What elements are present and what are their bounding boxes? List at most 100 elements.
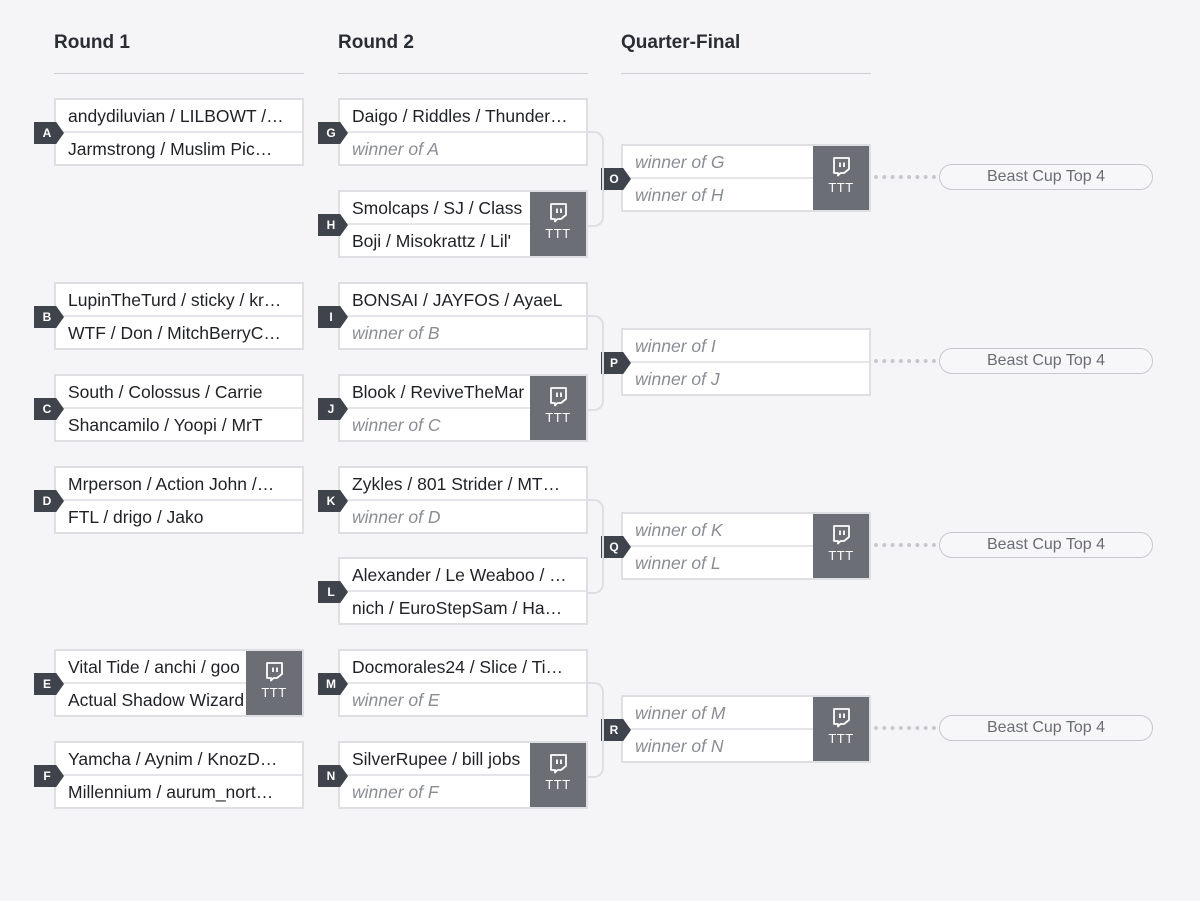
match-id-tag: A: [34, 122, 64, 144]
stream-label: TTT: [828, 731, 854, 746]
match-slot-bottom[interactable]: winner of L: [635, 553, 721, 573]
match-slot-bottom[interactable]: winner of N: [635, 736, 724, 756]
placement-pill: Beast Cup Top 4: [939, 532, 1153, 558]
match-slot-top[interactable]: Vital Tide / anchi / goo: [56, 651, 302, 684]
match-slot-top[interactable]: BONSAI / JAYFOS / AyaeL: [340, 284, 586, 317]
twitch-icon: [833, 157, 850, 177]
round-title: Round 1: [54, 32, 130, 53]
stream-button[interactable]: TTT: [813, 697, 869, 761]
bracket-connector: [588, 682, 604, 778]
twitch-icon: [550, 203, 567, 223]
match-slot-top[interactable]: Smolcaps / SJ / Class: [340, 192, 586, 225]
match-id-tag: C: [34, 398, 64, 420]
match-slot-bottom[interactable]: winner of E: [352, 690, 440, 710]
twitch-icon: [833, 525, 850, 545]
stream-button[interactable]: TTT: [246, 651, 302, 715]
match-slot-top[interactable]: Alexander / Le Weaboo / …: [340, 559, 586, 592]
match-slot-bottom[interactable]: Actual Shadow Wizard: [68, 690, 245, 710]
match-slot-bottom[interactable]: Millennium / aurum_nort…: [68, 782, 274, 802]
match-slot-top[interactable]: andydiluvian / LILBOWT /…: [56, 100, 302, 133]
dotted-leader: [874, 543, 936, 547]
match-slot-top[interactable]: winner of M: [623, 697, 869, 730]
stream-label: TTT: [545, 226, 571, 241]
match-slot-bottom[interactable]: Boji / Misokrattz / Lil': [352, 231, 511, 251]
match-slot-top[interactable]: winner of G: [623, 146, 869, 179]
match-slot-bottom[interactable]: winner of H: [635, 185, 724, 205]
match-id-tag: M: [318, 673, 348, 695]
match-id-tag: N: [318, 765, 348, 787]
match-slot-bottom[interactable]: nich / EuroStepSam / Ha…: [352, 598, 563, 618]
twitch-icon: [833, 708, 850, 728]
round-divider: [621, 73, 871, 74]
match-slot-bottom[interactable]: winner of D: [352, 507, 441, 527]
placement-pill: Beast Cup Top 4: [939, 348, 1153, 374]
placement-pill: Beast Cup Top 4: [939, 164, 1153, 190]
match-id-tag: F: [34, 765, 64, 787]
stream-button[interactable]: TTT: [530, 376, 586, 440]
stream-button[interactable]: TTT: [813, 514, 869, 578]
match-id-tag: R: [601, 719, 631, 741]
round-divider: [54, 73, 304, 74]
round-header-quarter-final: Quarter-Final: [621, 30, 871, 74]
match-slot-top[interactable]: Daigo / Riddles / Thunder…: [340, 100, 586, 133]
match-slot-bottom[interactable]: Shancamilo / Yoopi / MrT: [68, 415, 263, 435]
match-id-tag: B: [34, 306, 64, 328]
match-slot-top[interactable]: Docmorales24 / Slice / Ti…: [340, 651, 586, 684]
match-slot-top[interactable]: LupinTheTurd / sticky / kr…: [56, 284, 302, 317]
match-id-tag: P: [601, 352, 631, 374]
round-header-round-2: Round 2: [338, 30, 588, 74]
match-slot-bottom[interactable]: winner of A: [352, 139, 439, 159]
match-slot-top[interactable]: SilverRupee / bill jobs: [340, 743, 586, 776]
match-id-tag: L: [318, 581, 348, 603]
match-id-tag: G: [318, 122, 348, 144]
match-id-tag: E: [34, 673, 64, 695]
dotted-leader: [874, 726, 936, 730]
match-id-tag: O: [601, 168, 631, 190]
stream-label: TTT: [261, 685, 287, 700]
match-slot-top[interactable]: winner of I: [623, 330, 869, 363]
match-slot-top[interactable]: Mrperson / Action John /…: [56, 468, 302, 501]
match-slot-top[interactable]: Yamcha / Aynim / KnozD…: [56, 743, 302, 776]
match-slot-bottom[interactable]: FTL / drigo / Jako: [68, 507, 204, 527]
match-id-tag: D: [34, 490, 64, 512]
stream-button[interactable]: TTT: [530, 192, 586, 256]
stream-label: TTT: [828, 548, 854, 563]
match-id-tag: Q: [601, 536, 631, 558]
round-title: Quarter-Final: [621, 32, 741, 53]
match-slot-bottom[interactable]: winner of C: [352, 415, 441, 435]
match-slot-top[interactable]: Blook / ReviveTheMar: [340, 376, 586, 409]
match-id-tag: K: [318, 490, 348, 512]
dotted-leader: [874, 175, 936, 179]
stream-button[interactable]: TTT: [530, 743, 586, 807]
match-slot-bottom[interactable]: Jarmstrong / Muslim Pic…: [68, 139, 273, 159]
match-slot-bottom[interactable]: WTF / Don / MitchBerryC…: [68, 323, 281, 343]
match-slot-top[interactable]: Zykles / 801 Strider / MT…: [340, 468, 586, 501]
round-divider: [338, 73, 588, 74]
match-id-tag: H: [318, 214, 348, 236]
match-slot-bottom[interactable]: winner of B: [352, 323, 440, 343]
match-slot-top[interactable]: South / Colossus / Carrie: [56, 376, 302, 409]
stream-button[interactable]: TTT: [813, 146, 869, 210]
match-slot-bottom[interactable]: winner of J: [635, 369, 720, 389]
match-slot-top[interactable]: winner of K: [623, 514, 869, 547]
match-slot-bottom[interactable]: winner of F: [352, 782, 439, 802]
